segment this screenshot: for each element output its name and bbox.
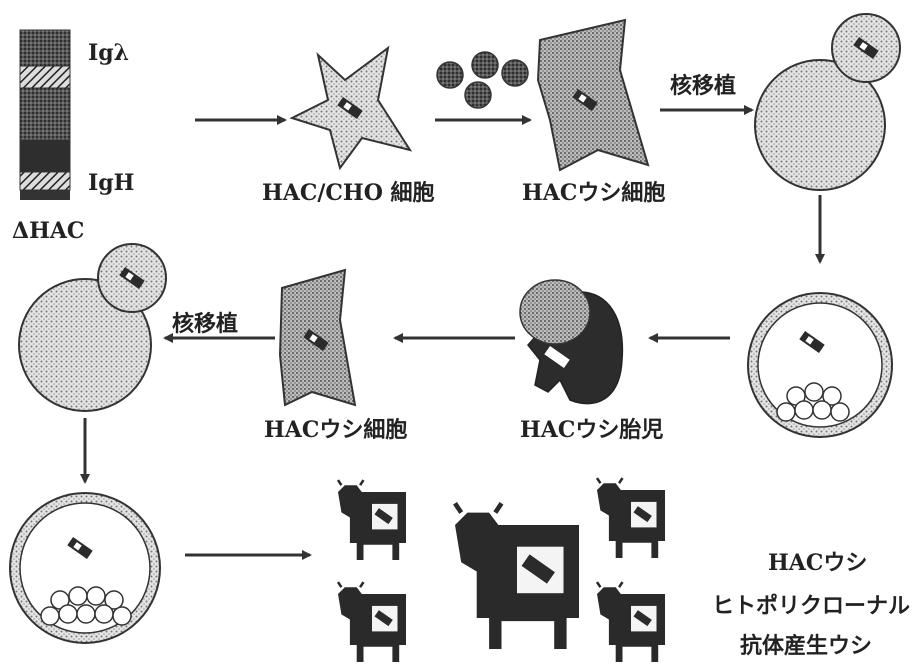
hac-bovine-cell-1 [536,18,650,172]
fetus-label: HACウシ胎児 [520,417,664,443]
placenta [519,279,591,345]
cow-small-bottom-right [595,580,667,664]
inner-cell-mass [40,586,132,626]
small-cell [471,51,499,79]
bovine-cell-label-1: HACウシ細胞 [522,180,666,206]
small-cell [464,81,492,109]
cho-cell [289,45,413,171]
hac-bovine-fetus [519,279,624,405]
small-cell [501,59,529,87]
bovine-cell-label-2: HACウシ細胞 [264,417,408,443]
result-label-human-polyclonal: ヒトポリクローナル [712,593,911,619]
oocyte-with-donor-1 [754,13,901,191]
chromosome-name-delta-hac: ΔHAC [12,218,85,244]
chromosome-segment-dark [19,139,71,173]
result-label-hac-cow: HACウシ [768,550,868,576]
chromosome-label-igh: IgH [88,170,135,196]
cho-cell-label: HAC/CHO 細胞 [262,180,435,206]
oocyte-with-donor-2 [18,243,167,412]
chromosome-tip [20,190,70,200]
chromosome-hatched-band [19,65,71,89]
nuclear-transfer-label-1: 核移植 [670,73,737,99]
cow-small-top-left [336,478,408,562]
inner-cell-mass [776,382,850,422]
cow-small-top-right [595,476,667,560]
result-label-antibody-producing-cow: 抗体産生ウシ [740,633,873,659]
oocyte [754,59,886,191]
bovine-cells-small [436,51,529,109]
cow-small-bottom-left [336,580,408,664]
hac-cow-herd [336,476,667,664]
hac-bovine-cell-2 [278,268,357,407]
chromosome-segment-middle [19,87,71,141]
chromosome-label-ig-lambda: Igλ [88,40,130,66]
chromosome-hatched-band-bottom [19,171,71,191]
chromosome-delta-hac [19,29,71,200]
cow-large-center [455,503,579,649]
blastocyst-embryo-1 [747,292,893,438]
chromosome-segment-top [19,29,71,67]
oocyte [18,278,152,412]
nuclear-transfer-label-2: 核移植 [172,311,239,337]
small-cell [436,61,464,89]
blastocyst-embryo-2 [9,492,161,644]
